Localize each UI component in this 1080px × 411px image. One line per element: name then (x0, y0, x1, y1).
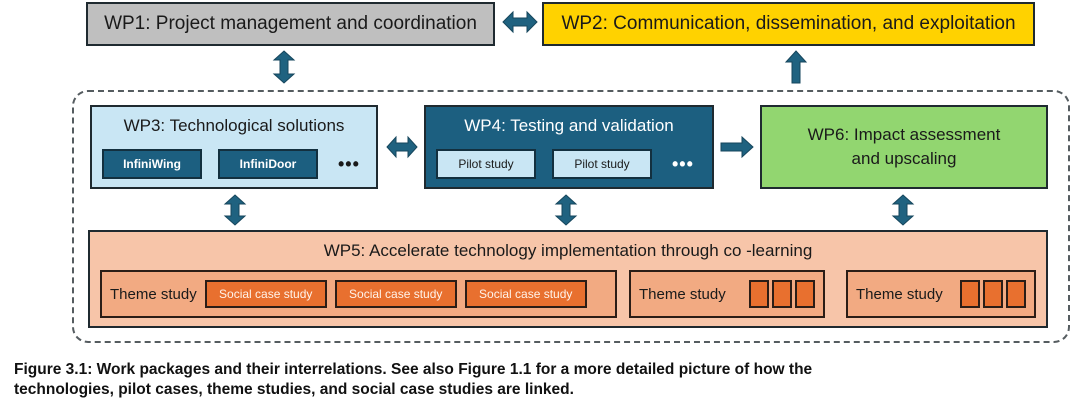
social-case-placeholder (772, 280, 792, 308)
wp4-more-ellipsis: ••• (672, 153, 694, 174)
wp4-to-wp6-arrow-icon (720, 135, 754, 159)
technology-infinidoor: InfiniDoor (218, 149, 318, 179)
wp1-box: WP1: Project management and coordination (86, 2, 495, 46)
theme-study-label: Theme study (856, 285, 943, 303)
wp5-title: WP5: Accelerate technology implementatio… (323, 241, 813, 260)
wp6-title-line1: WP6: Impact assessment (807, 125, 1001, 144)
social-case-placeholder (749, 280, 769, 308)
theme-study-3: Theme study (846, 270, 1036, 318)
wp4-pilots: Pilot study Pilot study ••• (426, 149, 712, 179)
theme-study-label: Theme study (110, 285, 197, 303)
technology-infiniwing: InfiniWing (102, 149, 202, 179)
figure-caption-line2: technologies, pilot cases, theme studies… (14, 381, 574, 398)
wp6-title-line2: and upscaling (851, 149, 957, 168)
social-case-placeholders (749, 280, 815, 308)
work-package-group-dashed-border (72, 90, 1070, 343)
wp1-title: WP1: Project management and coordination (104, 13, 477, 34)
wp1-wp2-double-arrow-icon (502, 10, 538, 34)
wp2-box: WP2: Communication, dissemination, and e… (542, 2, 1035, 46)
theme-study-2: Theme study (629, 270, 825, 318)
group-to-wp2-up-arrow-icon (784, 50, 808, 84)
figure-caption: Figure 3.1: Work packages and their inte… (14, 360, 1074, 400)
wp4-wp5-double-arrow-icon (554, 194, 578, 226)
wp4-box: WP4: Testing and validation Pilot study … (424, 105, 714, 189)
wp3-more-ellipsis: ••• (338, 153, 360, 174)
social-case-study: Social case study (464, 280, 587, 308)
wp3-wp5-double-arrow-icon (223, 194, 247, 226)
wp1-group-vertical-double-arrow-icon (272, 50, 296, 84)
social-case-placeholder (960, 280, 980, 308)
wp6-box: WP6: Impact assessment and upscaling (760, 105, 1048, 189)
theme-studies: Theme study Social case study Social cas… (90, 270, 1046, 318)
social-case-placeholder (795, 280, 815, 308)
wp3-title: WP3: Technological solutions (123, 116, 345, 135)
social-case-placeholder (1006, 280, 1026, 308)
wp6-wp5-double-arrow-icon (891, 194, 915, 226)
social-case-study: Social case study (334, 280, 457, 308)
wp3-wp4-double-arrow-icon (386, 135, 418, 159)
wp2-title: WP2: Communication, dissemination, and e… (561, 13, 1016, 34)
pilot-study-1: Pilot study (436, 149, 536, 179)
social-case-study: Social case study (204, 280, 327, 308)
pilot-study-2: Pilot study (552, 149, 652, 179)
theme-study-label: Theme study (639, 285, 726, 303)
figure-caption-line1: Figure 3.1: Work packages and their inte… (14, 361, 813, 378)
wp5-box: WP5: Accelerate technology implementatio… (88, 230, 1048, 328)
social-case-placeholder (983, 280, 1003, 308)
wp3-technologies: InfiniWing InfiniDoor ••• (92, 149, 376, 179)
wp4-title: WP4: Testing and validation (464, 116, 674, 135)
social-case-placeholders (960, 280, 1026, 308)
theme-study-1: Theme study Social case study Social cas… (100, 270, 617, 318)
wp3-box: WP3: Technological solutions InfiniWing … (90, 105, 378, 189)
